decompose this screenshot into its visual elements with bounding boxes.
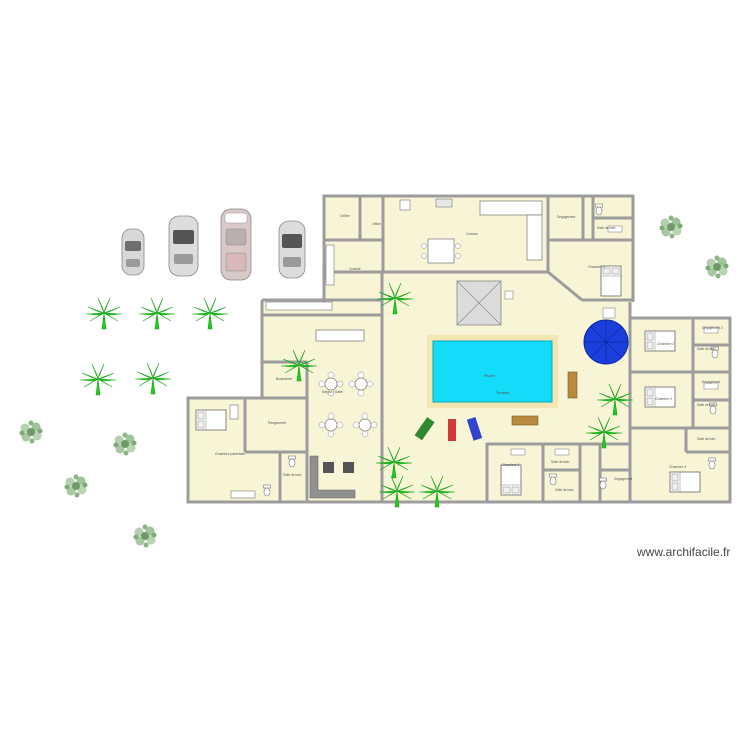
room-label-degagement-4: Dégagement [614,477,632,481]
bush-icon [705,255,729,279]
car-3 [220,208,252,281]
swimming-pool [432,340,553,403]
room-labels: Cellier Office Cuisine Cuisine Dégagemen… [215,214,723,492]
car-1 [121,228,145,276]
palm-tree-icon [191,297,229,330]
room-label-terrasse: Terrasse [496,391,509,395]
room-label-chambre-1: Chambre 1 [588,265,605,269]
room-label-sejour: Séjour / Salle [322,390,343,394]
bush-icon [133,524,157,548]
room-label-buanderie: Buanderie [276,377,292,381]
room-label-chambre-2: Chambre 2 [657,342,674,346]
watermark-text: www.archifacile.fr [637,545,731,559]
walls [186,194,732,504]
palm-tree-icon [79,363,117,396]
room-label-rangement: Rangement [268,421,286,425]
room-label-salle-de-bain-6: Salle de bain [555,488,574,492]
room-label-cellier: Cellier [340,214,351,218]
palm-tree-icon [134,362,172,395]
palm-tree-icon [85,297,123,330]
room-label-degagement-2: Dégagement 2 [702,326,723,330]
furniture [195,198,719,499]
bush-icon [113,432,137,456]
bush-icon [19,420,43,444]
room-label-salle-de-bain-2: Salle de bain [697,347,716,351]
room-label-chambre-parentale: Chambre parentale [215,452,245,456]
room-label-chambre-3: Chambre 3 [655,397,672,401]
car-2 [168,215,199,277]
room-label-salle-de-bain-5: Salle de bain [551,460,570,464]
room-label-degagement-3: Dégagement [702,380,720,384]
room-label-salle-de-bain-1: Salle de bain [597,226,616,230]
room-label-piscine: Piscine [484,374,495,378]
room-label-degagement: Dégagement [557,215,575,219]
room-label-salle-de-bain-4: Salle de bain [697,437,716,441]
room-label-salle-de-bain-3: Salle de bain [697,403,716,407]
room-label-chambre-4: Chambre 4 [669,465,686,469]
room-label-office: Office [372,222,381,226]
room-label-cuisine-2: Cuisine [349,267,361,271]
bush-icon [64,474,88,498]
room-label-chambre-5: Chambre 5 [502,463,519,467]
palm-tree-icon [138,297,176,330]
room-label-salle-de-bain-parentale: Salle de bain [283,473,302,477]
room-label-cuisine: Cuisine [466,232,478,236]
bush-icon [659,215,683,239]
car-4 [278,220,306,279]
